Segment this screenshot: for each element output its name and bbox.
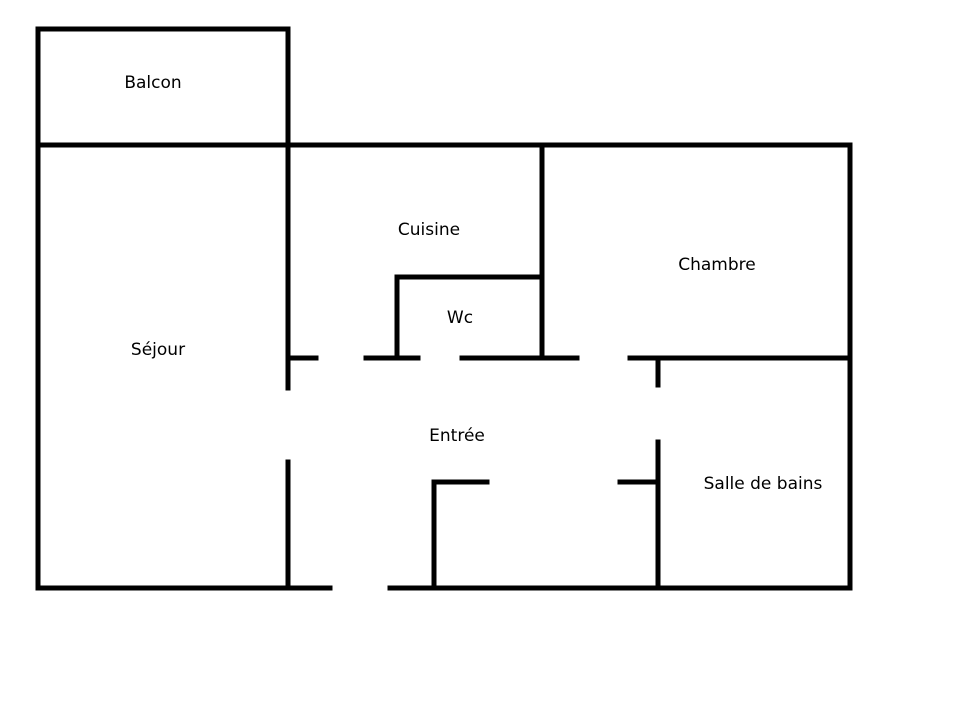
- label-balcon: Balcon: [124, 73, 181, 93]
- label-wc: Wc: [447, 308, 473, 328]
- label-entree: Entrée: [429, 426, 485, 446]
- label-cuisine: Cuisine: [398, 220, 460, 240]
- room-labels: Balcon Séjour Cuisine Wc Chambre Entrée …: [124, 73, 822, 494]
- walls: [35, 26, 853, 591]
- label-chambre: Chambre: [678, 255, 756, 275]
- label-sejour: Séjour: [131, 340, 185, 360]
- label-salle-de-bains: Salle de bains: [704, 474, 823, 494]
